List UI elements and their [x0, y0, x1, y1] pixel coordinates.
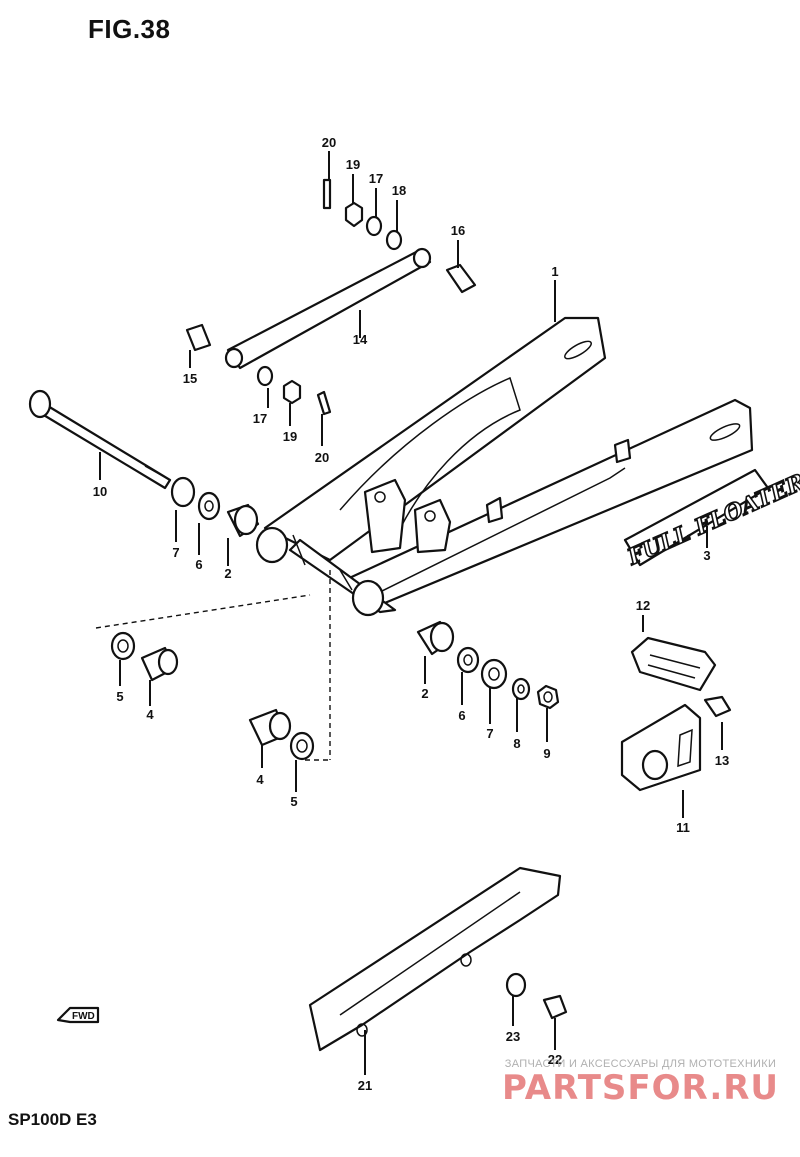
seal-5-left[interactable] [110, 631, 136, 661]
callout-6-right: 6 [458, 708, 465, 723]
cotter-pin-20-lower[interactable] [316, 390, 332, 416]
washer-17-lower[interactable] [256, 365, 274, 387]
chain-case[interactable] [308, 866, 562, 1052]
callout-7-right: 7 [486, 726, 493, 741]
forward-arrow-icon: FWD [56, 1006, 100, 1024]
nut-9[interactable] [536, 684, 560, 710]
cotter-pin-20-upper[interactable] [322, 178, 332, 210]
callout-3: 3 [703, 548, 710, 563]
callout-18: 18 [392, 183, 406, 198]
callout-4-left: 4 [146, 707, 154, 722]
callout-11: 11 [676, 820, 690, 835]
figure-title: FIG.38 [88, 14, 171, 44]
callout-22: 22 [548, 1052, 562, 1067]
callout-17-upper: 17 [369, 171, 383, 186]
nut-19-lower[interactable] [282, 379, 302, 405]
washer-8[interactable] [511, 677, 531, 701]
callout-5-center: 5 [290, 794, 297, 809]
callout-5-left: 5 [116, 689, 123, 704]
callout-6-upper: 6 [195, 557, 202, 572]
bushing-2-upper[interactable] [226, 503, 260, 538]
callout-2-right: 2 [421, 686, 428, 701]
spacer-4-center[interactable] [248, 708, 292, 747]
callout-2-upper: 2 [224, 566, 231, 581]
swingarm[interactable] [255, 316, 754, 617]
callout-8: 8 [513, 736, 520, 751]
forward-label: FWD [72, 1011, 95, 1022]
callout-20-lower: 20 [315, 450, 329, 465]
callout-19-upper: 19 [346, 157, 360, 172]
callout-14: 14 [353, 332, 368, 347]
callout-10: 10 [93, 484, 107, 499]
washer-23[interactable] [505, 972, 527, 998]
washer-17-upper[interactable] [365, 215, 383, 237]
callout-15: 15 [183, 371, 197, 386]
chain-adjuster-plate[interactable] [630, 636, 717, 692]
bolt-16[interactable] [445, 263, 477, 294]
bushing-2-right[interactable] [416, 620, 455, 656]
seal-5-center[interactable] [289, 731, 315, 761]
model-code: SP100D E3 [8, 1110, 97, 1129]
nut-19-upper[interactable] [344, 201, 364, 228]
bolt-15[interactable] [185, 323, 212, 352]
washer-6-upper[interactable] [197, 491, 221, 521]
callout-20-upper: 20 [322, 135, 336, 150]
watermark-tagline: ЗАПЧАСТИ И АКСЕССУАРЫ ДЛЯ МОТОТЕХНИКИ [504, 1058, 777, 1070]
watermark: ЗАПЧАСТИ И АКСЕССУАРЫ ДЛЯ МОТОТЕХНИКИ PA… [488, 1058, 793, 1106]
callout-13: 13 [715, 753, 729, 768]
callout-19-lower: 19 [283, 429, 297, 444]
callout-16: 16 [451, 223, 465, 238]
chain-adjuster[interactable] [620, 703, 702, 792]
callout-4-center: 4 [256, 772, 264, 787]
pivot-shaft[interactable] [28, 389, 172, 490]
bolt-22[interactable] [542, 994, 568, 1020]
callout-7-upper: 7 [172, 545, 179, 560]
bolt-13[interactable] [703, 695, 732, 718]
callout-21: 21 [358, 1078, 372, 1093]
washer-18[interactable] [385, 229, 403, 251]
watermark-logo: PARTSFOR.RU [501, 1068, 780, 1108]
callout-12: 12 [636, 598, 650, 613]
callout-17-lower: 17 [253, 411, 267, 426]
torque-link[interactable] [224, 247, 432, 370]
callout-1: 1 [551, 264, 558, 279]
spacer-4-left[interactable] [140, 646, 179, 682]
callout-23: 23 [506, 1029, 520, 1044]
washer-7-right[interactable] [480, 658, 508, 690]
washer-7-upper[interactable] [170, 476, 196, 508]
callout-9: 9 [543, 746, 550, 761]
washer-6-right[interactable] [456, 646, 480, 674]
